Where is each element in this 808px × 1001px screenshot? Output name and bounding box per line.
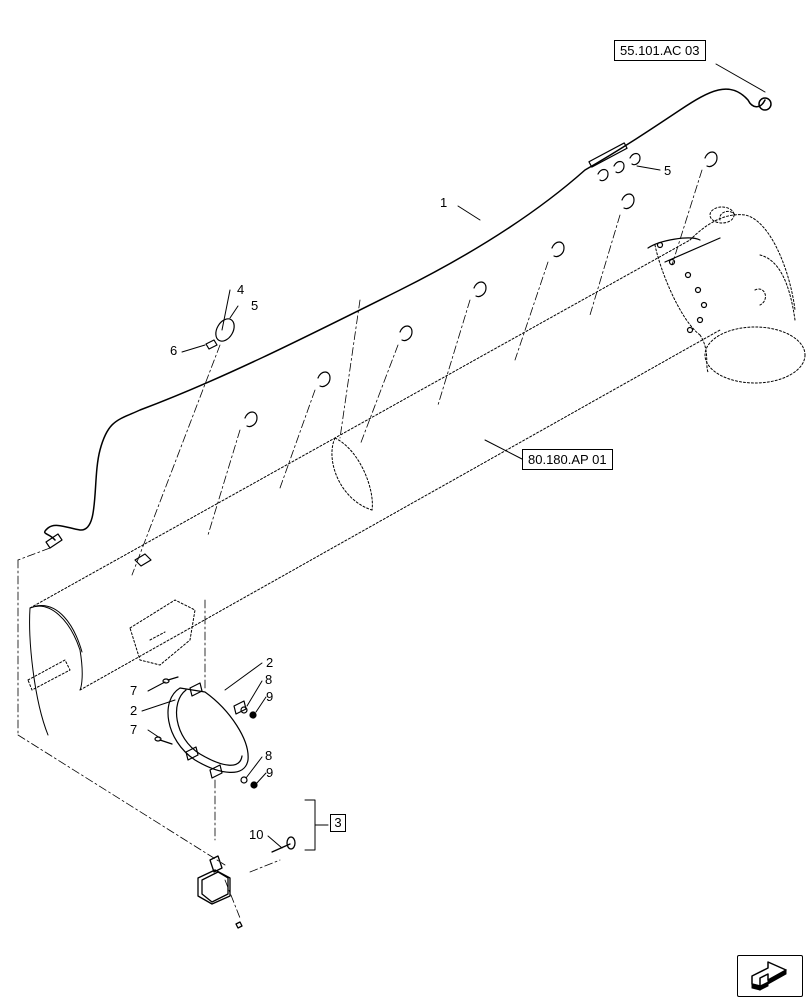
callout-item-7-upper: 7: [130, 683, 138, 698]
callout-item-7-lower: 7: [130, 722, 138, 737]
callout-item-6: 6: [170, 343, 178, 358]
arrow-icon: [751, 961, 787, 991]
auger-tube: [29, 239, 721, 691]
harness-clips: [205, 151, 718, 428]
callout-item-1: 1: [440, 195, 448, 210]
callout-item-3[interactable]: 3: [330, 814, 346, 832]
callout-item-9-lower: 9: [266, 765, 274, 780]
callout-item-2-lower: 2: [130, 703, 138, 718]
hardware-fasteners: [154, 676, 258, 789]
leader-lines: [141, 63, 766, 851]
spout-flange-bolts: [647, 237, 721, 334]
bracket-stud: [134, 553, 152, 567]
callout-item-5-left: 5: [251, 298, 259, 313]
band-clamp-lower: [185, 746, 223, 779]
alignment-lines: [17, 169, 703, 919]
auger-end-flange: [27, 605, 83, 736]
next-page-arrow-icon[interactable]: [737, 955, 803, 997]
spout-head: [654, 206, 806, 384]
callout-item-5-top: 5: [664, 163, 672, 178]
wiring-harness: [43, 88, 766, 541]
work-light: [197, 836, 296, 929]
harness-sleeve: [588, 142, 628, 168]
callout-item-2-upper: 2: [266, 655, 274, 670]
light-mount-bracket: [129, 599, 196, 666]
harness-plug: [45, 533, 63, 549]
reference-55-101-ac-03[interactable]: 55.101.AC 03: [614, 40, 706, 61]
callout-item-10: 10: [249, 827, 264, 842]
harness-connector: [758, 97, 772, 111]
callout-item-9-upper: 9: [266, 689, 274, 704]
callout-item-8-upper: 8: [265, 672, 273, 687]
callout-item-4: 4: [237, 282, 245, 297]
callout-item-8-lower: 8: [265, 748, 273, 763]
reference-80-180-ap-01[interactable]: 80.180.AP 01: [522, 449, 613, 470]
band-clamp-upper: [167, 682, 249, 773]
